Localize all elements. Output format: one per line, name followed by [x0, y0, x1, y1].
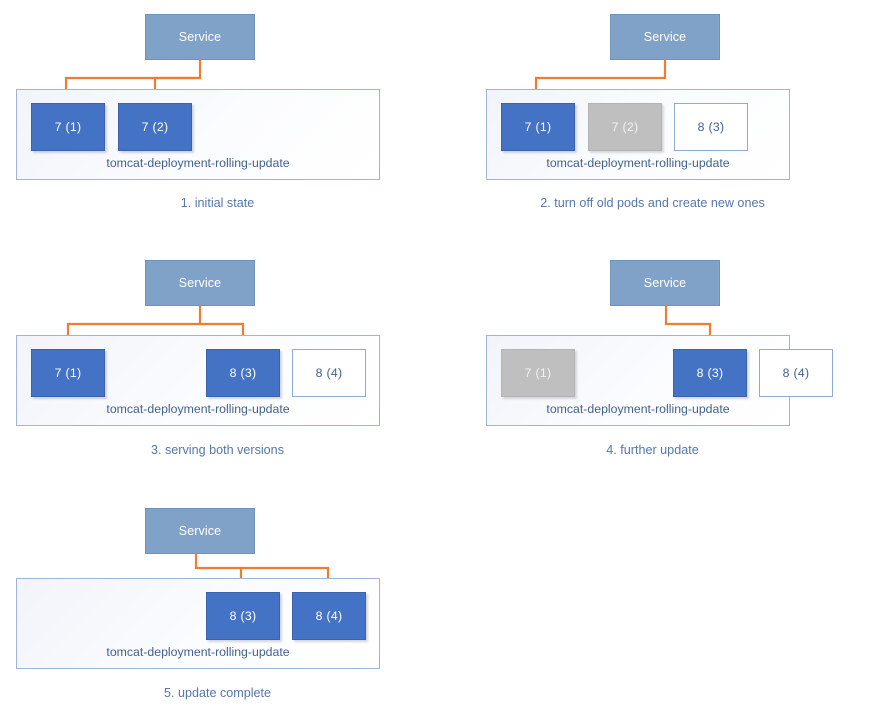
pod-7-1[interactable]: 7 (1) — [31, 349, 105, 397]
panel-update-complete: Service tomcat-deployment-rolling-update… — [0, 490, 435, 722]
deployment-name-label: tomcat-deployment-rolling-update — [106, 402, 290, 416]
service-label: Service — [643, 30, 687, 44]
panel-4-stage: Service tomcat-deployment-rolling-update… — [435, 245, 870, 477]
panel-2-stage: Service tomcat-deployment-rolling-update… — [435, 0, 870, 232]
pod-8-4[interactable]: 8 (4) — [759, 349, 833, 397]
pod-7-1[interactable]: 7 (1) — [501, 103, 575, 151]
panel-serving-both-versions: Service tomcat-deployment-rolling-update… — [0, 245, 435, 477]
service-node[interactable]: Service — [145, 14, 255, 60]
pod-8-3[interactable]: 8 (3) — [674, 103, 748, 151]
pod-7-1[interactable]: 7 (1) — [31, 103, 105, 151]
panel-3-stage: Service tomcat-deployment-rolling-update… — [0, 245, 435, 477]
panel-1-stage: Service tomcat-deployment-rolling-update… — [0, 0, 435, 232]
panel-caption: 4. further update — [606, 443, 699, 457]
panel-5-stage: Service tomcat-deployment-rolling-update… — [0, 490, 435, 722]
panel-initial-state: Service tomcat-deployment-rolling-update… — [0, 0, 435, 232]
pod-8-3[interactable]: 8 (3) — [206, 592, 280, 640]
pod-label: 8 (3) — [229, 366, 257, 380]
service-node[interactable]: Service — [145, 508, 255, 554]
pod-label: 8 (3) — [697, 120, 725, 134]
service-label: Service — [643, 276, 687, 290]
pod-8-4[interactable]: 8 (4) — [292, 592, 366, 640]
deployment-name-label: tomcat-deployment-rolling-update — [546, 402, 730, 416]
service-node[interactable]: Service — [610, 14, 720, 60]
pod-label: 8 (4) — [315, 609, 343, 623]
deployment-name-label: tomcat-deployment-rolling-update — [106, 156, 290, 170]
panel-caption: 5. update complete — [163, 686, 272, 700]
service-label: Service — [178, 30, 222, 44]
panel-caption: 2. turn off old pods and create new ones — [540, 196, 765, 210]
deployment-name-label: tomcat-deployment-rolling-update — [106, 645, 290, 659]
pod-7-2[interactable]: 7 (2) — [588, 103, 662, 151]
pod-7-1[interactable]: 7 (1) — [501, 349, 575, 397]
service-label: Service — [178, 524, 222, 538]
pod-label: 8 (4) — [315, 366, 343, 380]
pod-label: 7 (1) — [524, 366, 552, 380]
pod-label: 7 (1) — [524, 120, 552, 134]
pod-label: 8 (3) — [229, 609, 257, 623]
panel-further-update: Service tomcat-deployment-rolling-update… — [435, 245, 870, 477]
panel-caption: 1. initial state — [180, 196, 255, 210]
pod-8-3[interactable]: 8 (3) — [673, 349, 747, 397]
service-label: Service — [178, 276, 222, 290]
pod-label: 8 (3) — [696, 366, 724, 380]
pod-label: 8 (4) — [782, 366, 810, 380]
pod-7-2[interactable]: 7 (2) — [118, 103, 192, 151]
pod-label: 7 (1) — [54, 366, 82, 380]
pod-8-4[interactable]: 8 (4) — [292, 349, 366, 397]
deployment-name-label: tomcat-deployment-rolling-update — [546, 156, 730, 170]
pod-label: 7 (1) — [54, 120, 82, 134]
panel-caption: 3. serving both versions — [150, 443, 284, 457]
pod-label: 7 (2) — [611, 120, 639, 134]
service-node[interactable]: Service — [610, 260, 720, 306]
pod-8-3[interactable]: 8 (3) — [206, 349, 280, 397]
panel-turn-off-old-pods: Service tomcat-deployment-rolling-update… — [435, 0, 870, 232]
pod-label: 7 (2) — [141, 120, 169, 134]
service-node[interactable]: Service — [145, 260, 255, 306]
